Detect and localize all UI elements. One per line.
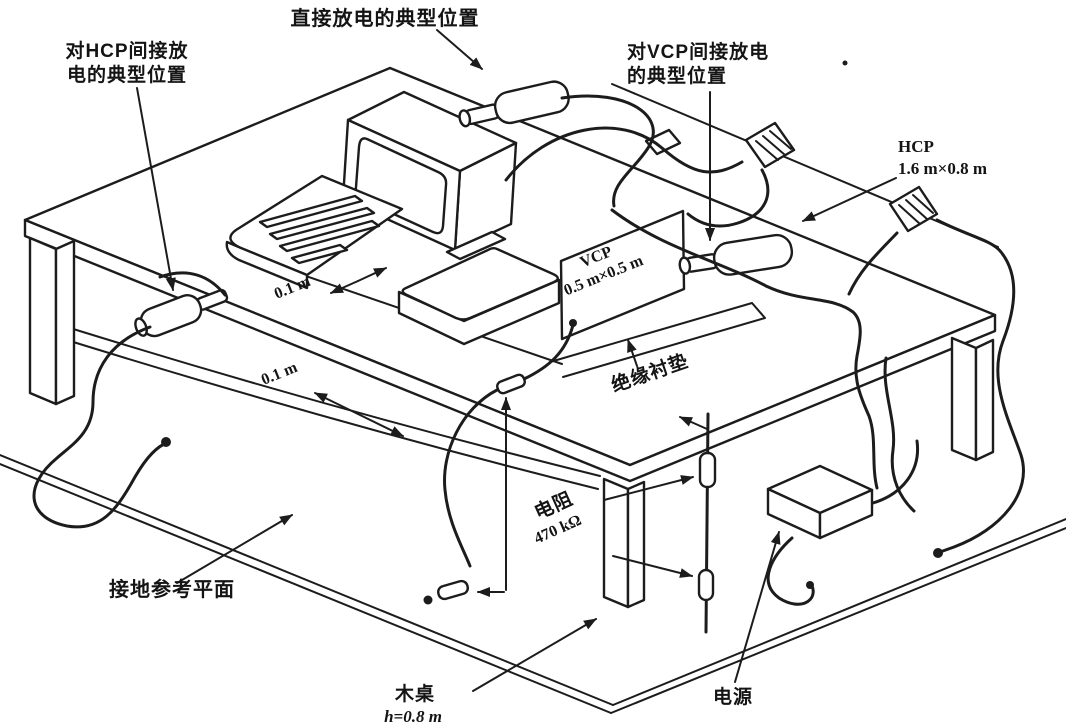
cable <box>504 126 744 182</box>
hcp-rear-edge <box>611 83 999 248</box>
label-direct-discharge: 直接放电的典型位置 <box>291 6 480 30</box>
label-vcp-indirect-2: 的典型位置 <box>627 64 727 87</box>
cable-connector <box>437 579 469 601</box>
leader-bleed-top <box>679 416 708 430</box>
label-ground-plane: 接地参考平面 <box>109 577 235 601</box>
label-table-1: 木桌 <box>394 682 435 705</box>
keyboard-front <box>225 240 309 290</box>
cable <box>32 325 166 529</box>
label-table-2: h=0.8 m <box>384 707 442 726</box>
leader-resistor <box>612 555 693 578</box>
leader-arrows <box>136 29 897 692</box>
table-edge-band <box>23 218 997 483</box>
vcp-panel <box>559 209 686 341</box>
cable-connector <box>496 373 526 395</box>
eut-top <box>401 247 559 321</box>
cable <box>883 356 916 513</box>
cable <box>847 231 899 296</box>
insulating-pad <box>549 302 766 378</box>
leader-power <box>734 531 781 683</box>
cable <box>443 388 499 568</box>
resistor-bead <box>697 568 715 602</box>
label-power: 电源 <box>713 685 753 708</box>
hcp-clamp-1 <box>744 121 796 169</box>
cable <box>686 168 770 228</box>
label-vcp-indirect-1: 对VCP间接放电 <box>627 40 769 63</box>
cable <box>871 439 920 505</box>
esd-gun-hcp <box>134 288 229 338</box>
svg-text:0.1 m: 0.1 m <box>259 359 301 389</box>
eut-box <box>397 247 561 346</box>
label-hcp-indirect-1: 对HCP间接放 <box>65 39 188 62</box>
monitor-screen <box>354 137 448 235</box>
cable-end-dot <box>933 548 943 558</box>
ground-reference-plane <box>0 454 1066 714</box>
vcp-cable-dot <box>569 319 577 327</box>
dim-arrow <box>357 267 387 282</box>
keyboard-slat <box>290 243 349 265</box>
label-resistor: 电阻 470 kΩ <box>531 487 585 548</box>
power-supply-box <box>766 464 874 540</box>
keyboard <box>225 174 404 290</box>
eut-body <box>397 278 561 346</box>
label-hcp-indirect-2: 电的典型位置 <box>67 63 187 86</box>
monitor-stand <box>445 230 507 261</box>
keyboard-slat <box>278 219 381 253</box>
cables <box>32 94 1025 606</box>
esd-gun-vcp <box>678 233 794 276</box>
cable <box>766 536 815 606</box>
table-leg-right <box>950 336 995 462</box>
dim-arrow <box>330 280 359 294</box>
leader-table <box>472 618 597 692</box>
cable <box>935 218 1025 554</box>
cable-end-dot <box>423 595 433 605</box>
bleed-resistor-cable <box>697 412 717 634</box>
table-leg-left <box>28 236 76 406</box>
leader-hcp-indirect <box>136 87 176 291</box>
resistor-bead <box>698 451 717 489</box>
cable <box>610 208 879 490</box>
label-hcp-size: 1.6 m×0.8 m <box>898 159 987 178</box>
label-dim-bottom: 0.1 m <box>259 359 301 389</box>
keyboard-slat <box>258 194 364 229</box>
dim-arrow <box>314 392 359 415</box>
leader-direct-discharge <box>436 29 483 70</box>
cable-end-dot <box>806 581 814 589</box>
keyboard-slat <box>268 206 376 241</box>
esd-gun-direct <box>458 80 570 128</box>
speck <box>842 60 848 66</box>
hcp-clamp-2 <box>888 185 939 233</box>
cable <box>522 323 575 381</box>
leader-ground-plane <box>176 514 293 584</box>
label-hcp-name: HCP <box>898 137 934 156</box>
leader-resistor <box>603 475 694 501</box>
monitor <box>341 90 518 261</box>
table-leg-front <box>602 477 646 609</box>
leader-insulating-pad <box>627 339 638 367</box>
cable-end-dot <box>161 437 171 447</box>
leader-hcp <box>802 177 897 222</box>
small-plate <box>644 128 682 156</box>
cable <box>158 271 227 297</box>
dim-arrow <box>357 413 404 437</box>
